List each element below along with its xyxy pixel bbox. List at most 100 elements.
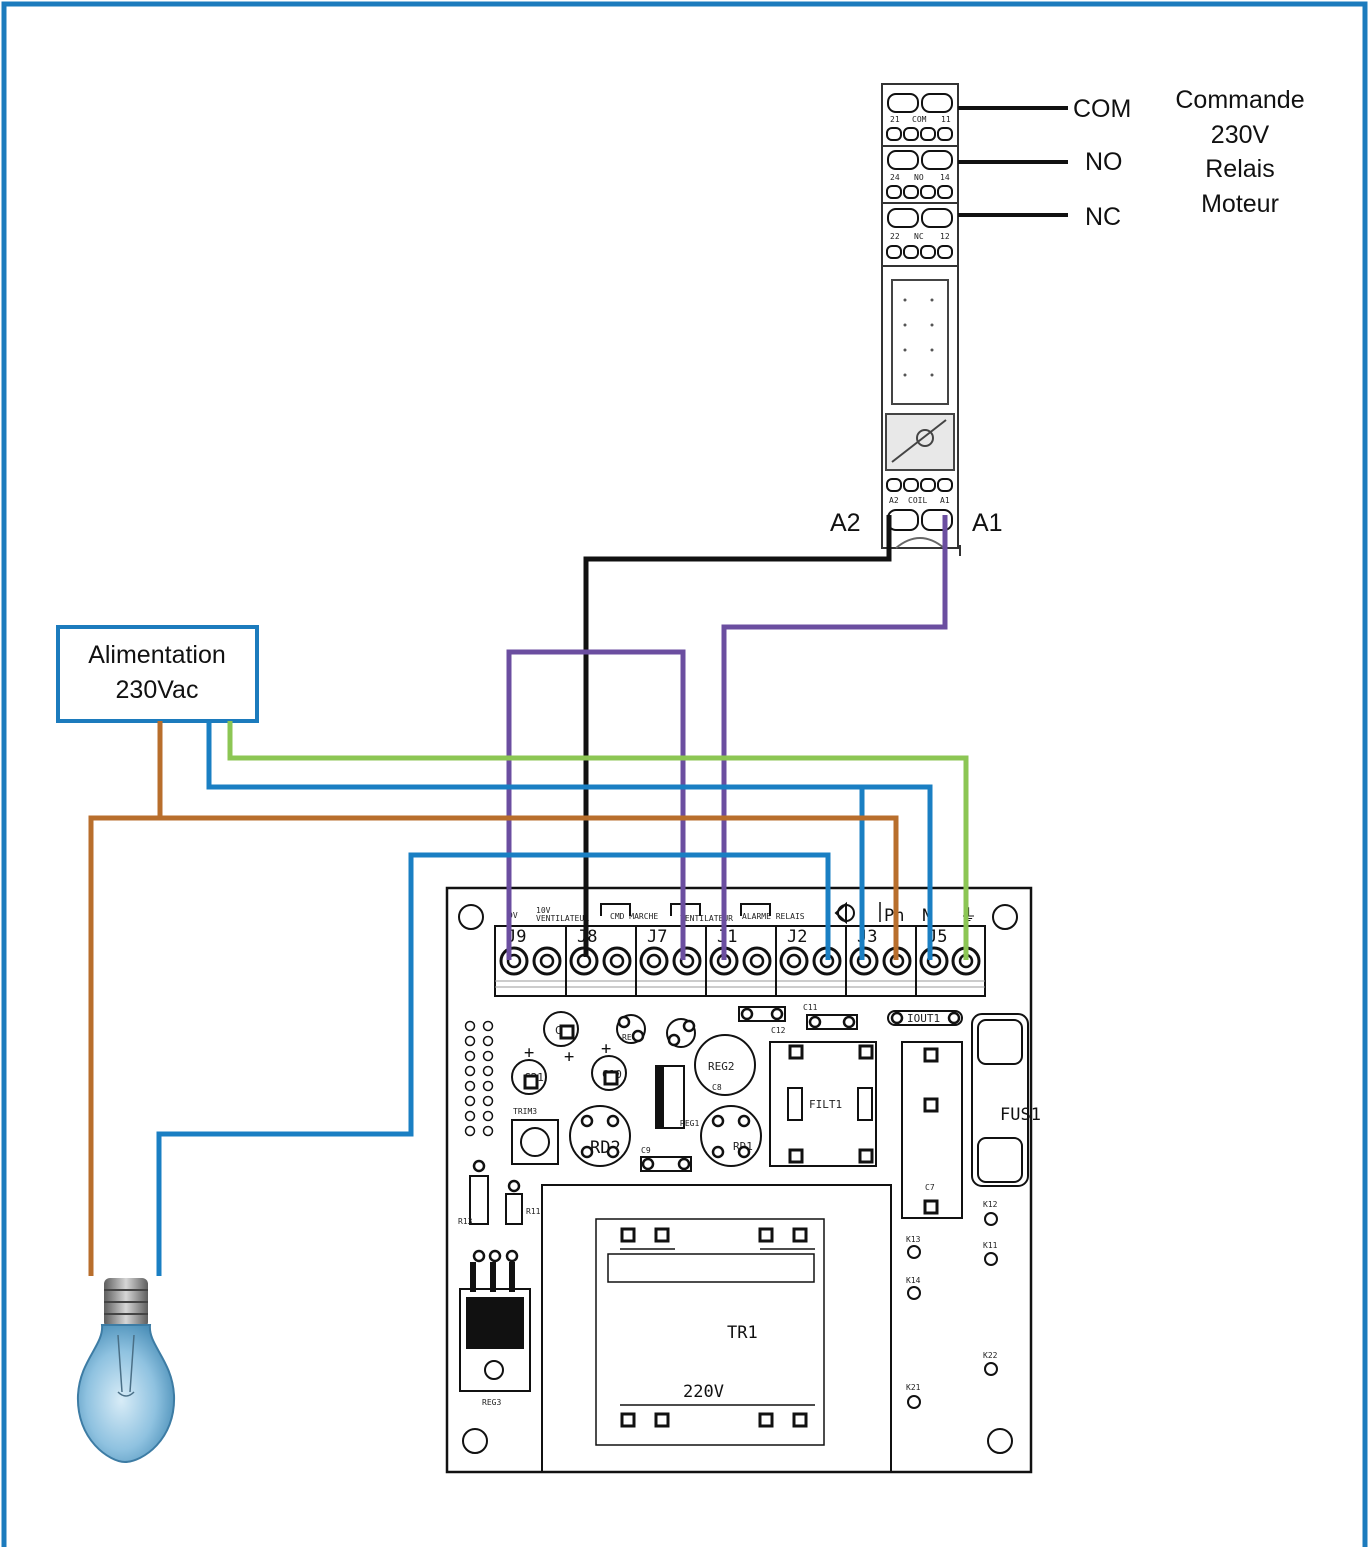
label-fus1: FUS1	[1000, 1105, 1041, 1125]
header-pad	[482, 1125, 494, 1137]
relay-label-com: COM	[1073, 95, 1131, 123]
mount-hole-tl	[458, 904, 484, 930]
solder-pad	[890, 1011, 904, 1025]
terminal-screw	[569, 946, 599, 976]
label-k22: K22	[983, 1351, 998, 1360]
test-point	[907, 1286, 921, 1300]
label-k12: K12	[983, 1200, 998, 1209]
mount-hole-br	[987, 1428, 1013, 1454]
capacitor-c8: C8	[712, 1083, 722, 1092]
label-trim3: TRIM3	[513, 1107, 537, 1116]
solder-pad	[842, 1015, 856, 1029]
solder-pad	[654, 1227, 670, 1243]
relay-module: 21 COM 11 24 NO 14 22 NC 12	[881, 83, 961, 556]
wire-purple-j9-to-j7	[506, 649, 686, 960]
regulator-reg4: REG4	[616, 1014, 646, 1044]
test-point	[907, 1245, 921, 1259]
terminal-screw	[602, 946, 632, 976]
relay-pin-11: 11	[941, 115, 951, 124]
solder-pad	[580, 1114, 594, 1128]
power-supply-label-line-2: 230Vac	[116, 676, 199, 704]
terminal-screw	[639, 946, 669, 976]
power-supply-box: Alimentation 230Vac	[56, 625, 259, 723]
header-pad	[482, 1080, 494, 1092]
terminal-screw	[532, 946, 562, 976]
regulator-reg1: REG1	[655, 1065, 699, 1129]
test-point	[984, 1362, 998, 1376]
header-pad	[464, 1065, 476, 1077]
solder-pad	[947, 1011, 961, 1025]
transformer-voltage: 220V	[683, 1382, 724, 1402]
relay-pin-14: 14	[940, 173, 950, 182]
solder-pad	[737, 1145, 751, 1159]
controller-board: 0V 10V VENTILATEUR CMD MARCHE VENTILATEU…	[445, 886, 1041, 1474]
terminal-j1-label: J1	[717, 927, 737, 947]
header-pad	[482, 1095, 494, 1107]
solder-pad	[606, 1145, 620, 1159]
solder-pad	[606, 1114, 620, 1128]
capacitor-c7: C7	[901, 1041, 963, 1219]
relay-label-no: NO	[1085, 148, 1123, 176]
mount-hole-tr	[992, 904, 1018, 930]
solder-pad	[758, 1412, 774, 1428]
relay-pin-21: 21	[890, 115, 900, 124]
svg-text:+: +	[564, 1047, 574, 1067]
solder-pad	[808, 1015, 822, 1029]
solder-pad	[711, 1145, 725, 1159]
terminal-j7-label: J7	[647, 927, 667, 947]
relay-title-line-2: 230V	[1211, 121, 1270, 149]
solder-pad	[682, 1019, 696, 1033]
wire-purple-a1-to-j1	[721, 515, 948, 960]
relay-contact-block-no: 24 NO 14	[882, 150, 958, 204]
label-k14: K14	[906, 1276, 921, 1285]
header-pad	[482, 1020, 494, 1032]
header-0v: 0V	[508, 911, 518, 920]
wire-blue-j2-to-lamp	[156, 852, 831, 1276]
solder-pad	[617, 1015, 631, 1029]
resistor-r11: R11	[505, 1193, 541, 1225]
test-point	[907, 1395, 921, 1409]
relay-pin-24: 24	[890, 173, 900, 182]
label-c9: C9	[641, 1146, 651, 1155]
fuse-fus1: FUS1	[971, 1013, 1041, 1187]
connector-iout1: IOUT1	[887, 1010, 963, 1026]
header-pad	[482, 1050, 494, 1062]
header-pad	[464, 1095, 476, 1107]
label-c8: C8	[712, 1083, 722, 1092]
solder-pad	[603, 1070, 619, 1086]
relay-window	[891, 279, 949, 405]
header-pad	[464, 1035, 476, 1047]
transformer-tr1: TR1 220V	[541, 1184, 892, 1473]
solder-pad	[667, 1033, 681, 1047]
relay-label-a1: A1	[972, 509, 1003, 537]
lamp-glass	[76, 1324, 176, 1464]
solder-pad	[740, 1007, 754, 1021]
test-point	[984, 1252, 998, 1266]
solder-pad	[641, 1157, 655, 1171]
capacitor-c9: C9	[640, 1146, 692, 1172]
solder-pad	[923, 1199, 939, 1215]
header-pad	[464, 1080, 476, 1092]
svg-text:+: +	[524, 1043, 534, 1063]
header-10v: 10V	[536, 906, 551, 915]
filter-filt1: FILT1	[769, 1041, 877, 1167]
solder-pad	[654, 1412, 670, 1428]
relay-pin-coil-mark: COIL	[908, 496, 927, 505]
solder-pad	[559, 1024, 575, 1040]
terminal-screws	[499, 946, 981, 976]
power-supply-label-line-1: Alimentation	[88, 641, 226, 669]
header-pad	[464, 1125, 476, 1137]
transformer-name: TR1	[727, 1323, 758, 1343]
relay-pin-22: 22	[890, 232, 900, 241]
terminal-screw	[951, 946, 981, 976]
relay-pin-a1-mark: A1	[940, 496, 950, 505]
terminal-screw	[742, 946, 772, 976]
wires	[88, 515, 969, 1276]
label-reg2: REG2	[708, 1060, 735, 1073]
wire-blue-neutral-to-j5	[206, 721, 933, 960]
header-pad	[464, 1020, 476, 1032]
terminal-j2-label: J2	[787, 927, 807, 947]
relay-pin-com: COM	[912, 115, 927, 124]
solder-pad	[620, 1412, 636, 1428]
